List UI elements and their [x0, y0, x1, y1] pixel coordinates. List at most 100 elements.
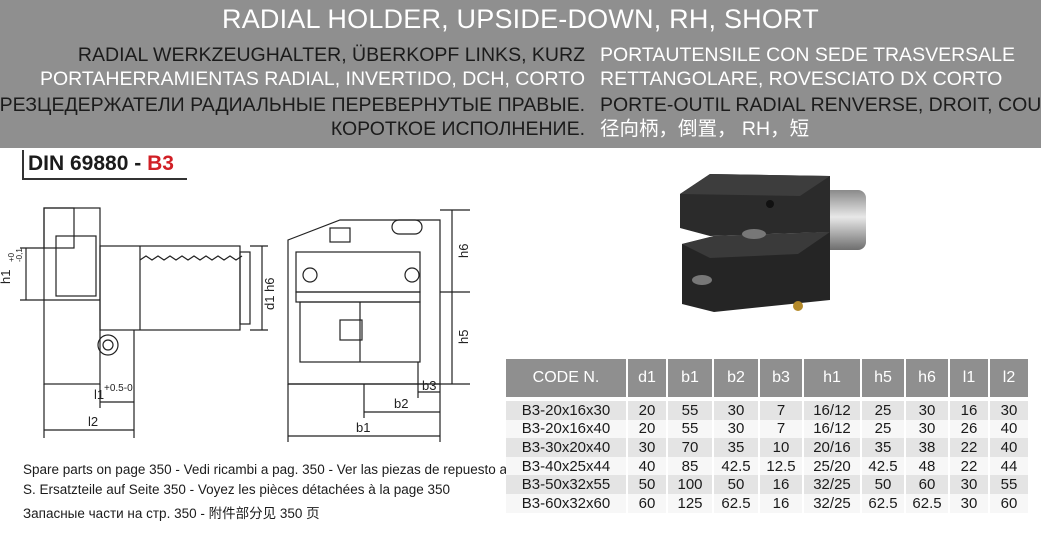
title-russian-line2: КОРОТКОЕ ИСПОЛНЕНИЕ. — [330, 118, 585, 140]
table-cell: 60 — [905, 475, 950, 494]
table-cell: 48 — [905, 456, 950, 476]
technical-drawing: h1 +0 -0,1 l1 +0.5-0 l2 d1 h6 h6 h5 b1 b… — [0, 207, 471, 442]
title-italian-line1: PORTAUTENSILE CON SEDE TRASVERSALE — [600, 44, 1016, 66]
table-cell: B3-30x20x40 — [506, 438, 628, 457]
table-cell: 38 — [905, 438, 950, 457]
table-cell: 35 — [713, 438, 760, 457]
side-view-screw — [97, 334, 119, 356]
table-cell: 30 — [949, 493, 990, 513]
spare-parts-line1: Spare parts on page 350 - Vedi ricambi a… — [23, 462, 578, 477]
table-cell: 16 — [759, 493, 804, 513]
product-photo — [680, 174, 866, 312]
table-cell: 60 — [627, 493, 668, 513]
photo-brass-screw — [793, 301, 803, 311]
table-cell: 125 — [667, 493, 714, 513]
table-cell: 62.5 — [861, 493, 906, 513]
table-cell: 20/16 — [803, 438, 862, 457]
table-cell: 40 — [627, 456, 668, 476]
table-cell: 10 — [759, 438, 804, 457]
table-cell: B3-60x32x60 — [506, 493, 628, 513]
dim-label-b2: b2 — [394, 396, 408, 411]
table-cell: 26 — [949, 419, 990, 439]
dim-label-b3: b3 — [422, 378, 436, 393]
table-cell: 25 — [861, 419, 906, 439]
table-cell: 22 — [949, 456, 990, 476]
din-code: B3 — [147, 152, 174, 175]
title-german: RADIAL WERKZEUGHALTER, ÜBERKOPF LINKS, K… — [77, 44, 585, 66]
spare-parts-line2: S. Ersatzteile auf Seite 350 - Voyez les… — [23, 482, 451, 497]
col-header-b2: b2 — [713, 359, 760, 397]
table-cell: 30 — [905, 419, 950, 439]
title-chinese: 径向柄，倒置， RH，短 — [600, 118, 810, 140]
table-cell: 42.5 — [861, 456, 906, 476]
table-cell: 44 — [989, 456, 1028, 476]
table-cell: 40 — [989, 438, 1028, 457]
table-cell: 30 — [949, 475, 990, 494]
table-cell: 85 — [667, 456, 714, 476]
title-spanish: PORTAHERRAMIENTAS RADIAL, INVERTIDO, DCH… — [39, 68, 585, 90]
table-cell: 16/12 — [803, 419, 862, 439]
dim-label-d1h6: d1 h6 — [262, 277, 277, 310]
table-cell: 30 — [713, 401, 760, 420]
din-underline — [22, 178, 187, 180]
dim-label-b1: b1 — [356, 420, 370, 435]
table-cell: 55 — [989, 475, 1028, 494]
title-russian-line1: РЕЗЦЕДЕРЖАТЕЛИ РАДИАЛЬНЫЕ ПЕРЕВЕРНУТЫЕ П… — [0, 94, 585, 116]
table-cell: 30 — [627, 438, 668, 457]
dim-tol-h1-top: +0 — [7, 252, 16, 262]
table-cell: 50 — [627, 475, 668, 494]
table-cell: 35 — [861, 438, 906, 457]
col-header-h6: h6 — [905, 359, 950, 397]
table-cell: 30 — [989, 401, 1028, 420]
table-cell: 62.5 — [713, 493, 760, 513]
dim-tol-l1: +0.5-0 — [104, 383, 133, 394]
spec-table: CODE N. d1 b1 b2 b3 h1 h5 h6 l1 l2 B3-20… — [506, 359, 1028, 513]
dim-label-h1: h1 — [0, 270, 13, 284]
table-cell: 7 — [759, 401, 804, 420]
dim-label-l2: l2 — [88, 414, 98, 429]
table-cell: 25/20 — [803, 456, 862, 476]
table-cell: 32/25 — [803, 475, 862, 494]
front-view-body — [287, 219, 441, 385]
col-header-h5: h5 — [861, 359, 906, 397]
dim-label-h5: h5 — [456, 330, 471, 344]
table-cell: B3-40x25x44 — [506, 456, 628, 476]
col-header-code: CODE N. — [506, 359, 628, 397]
table-cell: B3-50x32x55 — [506, 475, 628, 494]
table-cell: 62.5 — [905, 493, 950, 513]
col-header-l1: l1 — [949, 359, 990, 397]
table-cell: 40 — [989, 419, 1028, 439]
table-cell: 60 — [989, 493, 1028, 513]
title-italian-line2: RETTANGOLARE, ROVESCIATO DX CORTO — [600, 68, 1003, 90]
table-cell: 20 — [627, 419, 668, 439]
table-cell: 70 — [667, 438, 714, 457]
table-cell: 16 — [759, 475, 804, 494]
col-header-d1: d1 — [627, 359, 668, 397]
table-cell: 16/12 — [803, 401, 862, 420]
table-cell: 7 — [759, 419, 804, 439]
dim-label-l1: l1 — [94, 387, 104, 402]
table-cell: 55 — [667, 401, 714, 420]
table-cell: 100 — [667, 475, 714, 494]
table-cell: 12.5 — [759, 456, 804, 476]
page-title: RADIAL HOLDER, UPSIDE-DOWN, RH, SHORT — [222, 4, 819, 34]
table-cell: 42.5 — [713, 456, 760, 476]
col-header-h1: h1 — [803, 359, 862, 397]
table-cell: 32/25 — [803, 493, 862, 513]
col-header-b3: b3 — [759, 359, 804, 397]
header-band: RADIAL HOLDER, UPSIDE-DOWN, RH, SHORT RA… — [0, 0, 1041, 148]
din-prefix: DIN 69880 - — [28, 152, 148, 175]
table-cell: 22 — [949, 438, 990, 457]
table-cell: 25 — [861, 401, 906, 420]
table-cell: B3-20x16x30 — [506, 401, 628, 420]
table-cell: 20 — [627, 401, 668, 420]
table-cell: 16 — [949, 401, 990, 420]
col-header-b1: b1 — [667, 359, 714, 397]
table-cell: 55 — [667, 419, 714, 439]
table-cell: 30 — [905, 401, 950, 420]
spare-parts-line3: Запасные части на стр. 350 - 附件部分见 350 页 — [23, 506, 320, 521]
